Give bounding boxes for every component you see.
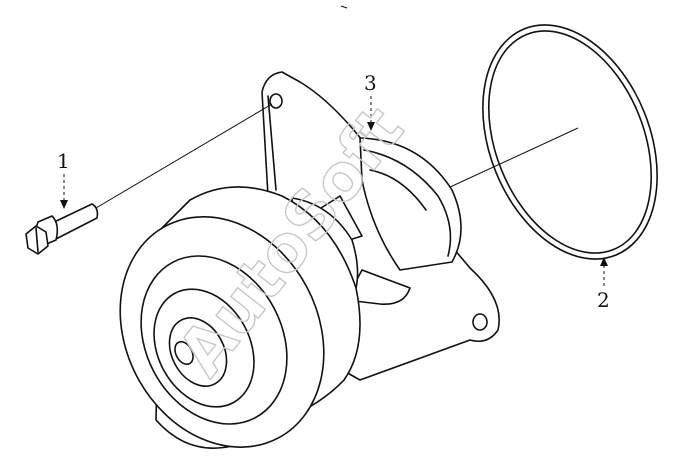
mounting-bolt xyxy=(25,203,99,255)
gasket-ring xyxy=(482,24,658,260)
callout-number-1: 1 xyxy=(57,149,70,173)
pulley-bore xyxy=(174,340,194,366)
callout-leader-1 xyxy=(60,174,68,209)
flange-hole-bottom xyxy=(472,313,488,331)
pump-pulley xyxy=(119,186,361,449)
callout-number-2: 2 xyxy=(597,288,610,312)
water-pump-body xyxy=(119,71,500,449)
rib-lower xyxy=(345,269,411,305)
rear-housing xyxy=(359,137,462,271)
axis-line xyxy=(447,127,579,189)
flange-hole-top xyxy=(269,93,283,109)
callout-leader-2 xyxy=(600,257,608,286)
bolt-alignment-line xyxy=(95,103,273,209)
callout-number-3: 3 xyxy=(364,71,377,95)
stray-mark xyxy=(340,5,348,9)
callout-leader-3 xyxy=(367,96,375,131)
